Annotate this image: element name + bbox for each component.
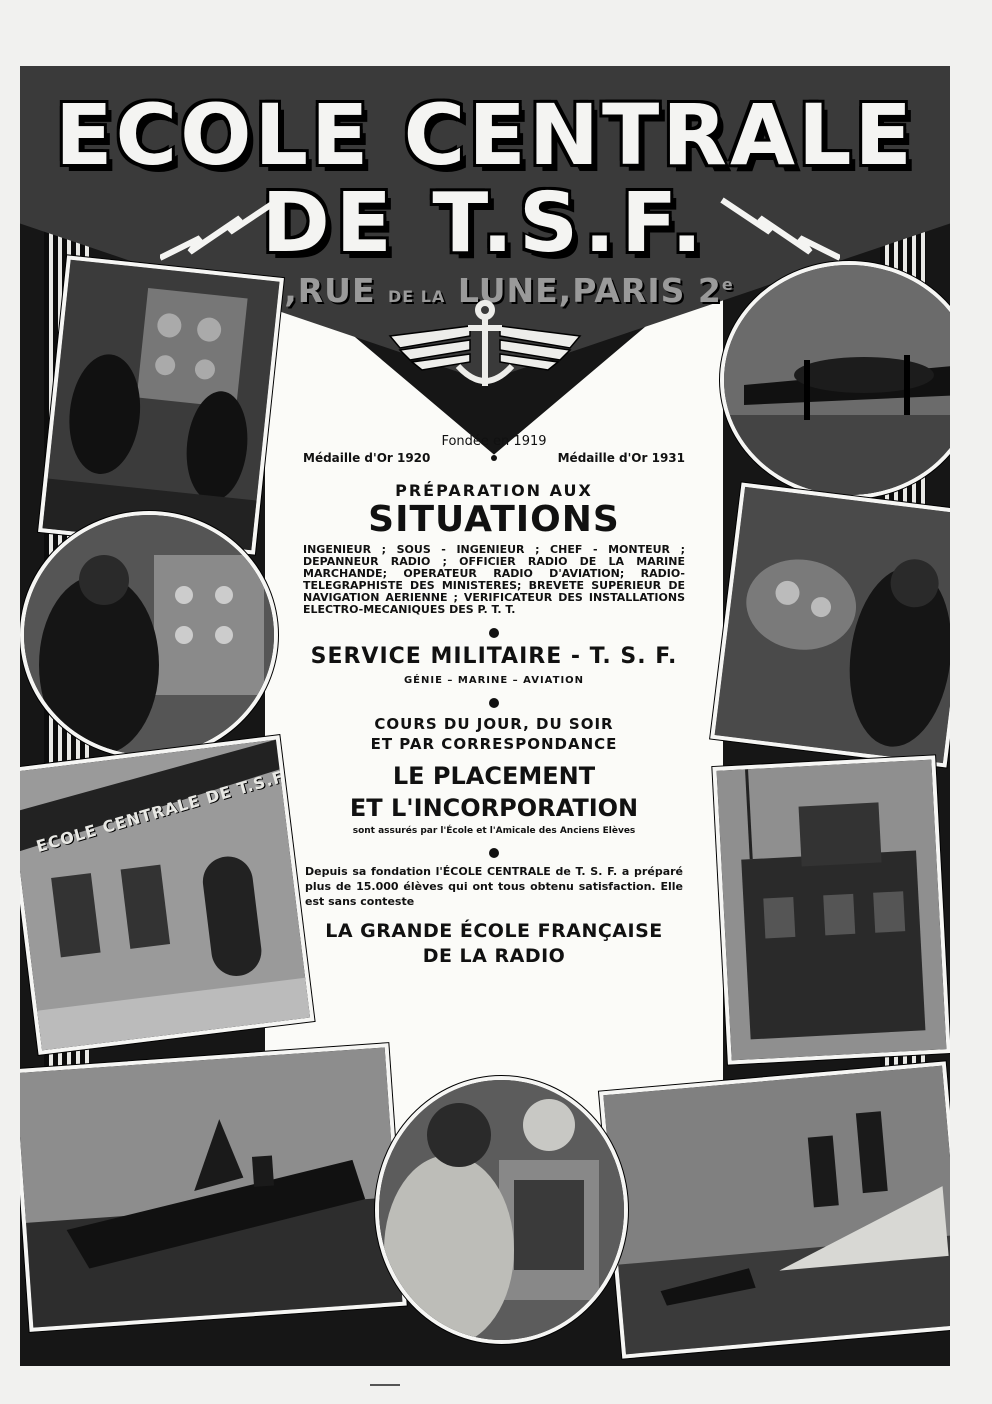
- founded-text: Fondée en 1919: [441, 434, 547, 449]
- photo-liner-ship: [598, 1061, 950, 1359]
- courses-line-1: COURS DU JOUR, DU SOIR: [374, 715, 614, 733]
- poster: ECOLE CENTRALE DE T.S.F. 12,RUE DE LA LU…: [20, 66, 950, 1366]
- separator-dot-icon: [491, 455, 497, 461]
- medal-right: Médaille d'Or 1931: [557, 451, 685, 465]
- title-line-1: ECOLE CENTRALE: [55, 86, 915, 184]
- military-branches: GÉNIE – MARINE – AVIATION: [403, 675, 585, 686]
- situations-list: Ingenieur ; Sous - Ingenieur ; Chef - Mo…: [303, 543, 685, 616]
- placement-line-1: LE PLACEMENT: [392, 762, 596, 790]
- photo-school-building: ECOLE CENTRALE DE T.S.F.: [20, 735, 315, 1055]
- medal-left: Médaille d'Or 1920: [303, 451, 431, 465]
- courses-line-2: ET PAR CORRESPONDANCE: [370, 735, 618, 753]
- lightning-bolt-left-icon: [160, 197, 280, 261]
- placement-line-2: ET L'INCORPORATION: [349, 794, 639, 822]
- photo-technician-panel: [375, 1076, 628, 1344]
- medals-row: Médaille d'Or 1920 Médaille d'Or 1931: [265, 451, 723, 465]
- winged-anchor-icon: [388, 300, 582, 386]
- bullet-icon: [489, 698, 499, 708]
- closing-line-1: LA GRANDE ÉCOLE FRANÇAISE: [325, 920, 663, 942]
- since-paragraph: Depuis sa fondation l'ÉCOLE CENTRALE de …: [305, 865, 683, 908]
- address-street: LUNE,PARIS 2: [457, 271, 722, 310]
- preparation-heading: PRÉPARATION AUX: [395, 481, 593, 500]
- photo-cockpit-pilot: [710, 482, 950, 768]
- lightning-bolt-right-icon: [720, 197, 840, 261]
- photo-radio-station-building: [712, 755, 950, 1065]
- photo-warship: [20, 1043, 407, 1332]
- situations-title: SITUATIONS: [368, 499, 620, 540]
- address-de-la: DE LA: [388, 287, 446, 306]
- center-text: Fondée en 1919 Médaille d'Or 1920 Médail…: [265, 426, 723, 969]
- military-title: SERVICE MILITAIRE - T. S. F.: [310, 644, 678, 669]
- closing-line-2: DE LA RADIO: [422, 945, 566, 967]
- bullet-icon: [489, 848, 499, 858]
- address-suffix: e: [721, 275, 734, 294]
- photo-radio-operators: [38, 255, 284, 555]
- page-mark: [370, 1384, 400, 1386]
- address: 12,RUE DE LA LUNE,PARIS 2e: [20, 271, 950, 310]
- placement-assured: sont assurés par l'École et l'Amicale de…: [352, 826, 636, 836]
- title-line-2: DE T.S.F.: [261, 176, 709, 271]
- bullet-icon: [489, 628, 499, 638]
- photo-operator-headphones: [20, 511, 278, 759]
